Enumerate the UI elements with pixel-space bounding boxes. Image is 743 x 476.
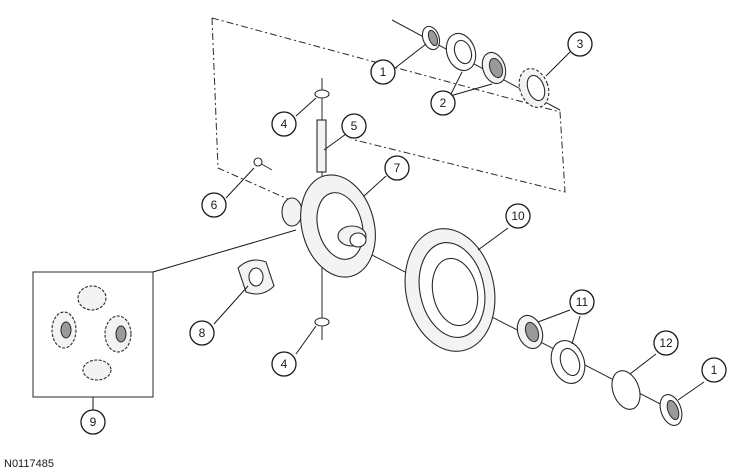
callout-10: 10 xyxy=(505,203,531,229)
shim xyxy=(611,370,641,410)
svg-text:7: 7 xyxy=(394,161,401,175)
gear-upper xyxy=(518,68,550,108)
svg-text:9: 9 xyxy=(90,415,97,429)
svg-text:6: 6 xyxy=(211,198,218,212)
callout-6: 6 xyxy=(201,192,227,218)
bearing-race-lower xyxy=(659,394,683,426)
svg-text:4: 4 xyxy=(281,117,288,131)
callout-9: 9 xyxy=(80,409,106,435)
bearing-lower xyxy=(516,314,586,384)
callout-11: 11 xyxy=(569,289,595,315)
svg-text:8: 8 xyxy=(199,326,206,340)
figure-id: N0117485 xyxy=(4,458,54,470)
inset-lead-line xyxy=(152,229,297,273)
svg-text:1: 1 xyxy=(711,363,718,377)
svg-text:1: 1 xyxy=(380,65,387,79)
callout-4-upper: 4 xyxy=(271,111,297,137)
callout-7: 7 xyxy=(384,155,410,181)
retainer-upper xyxy=(314,89,330,99)
pinion-shaft xyxy=(316,119,327,173)
callout-5: 5 xyxy=(341,113,367,139)
bearing-race-upper xyxy=(421,25,441,51)
bearing-upper xyxy=(445,32,507,85)
inset-gears xyxy=(51,285,132,381)
differential-case xyxy=(281,174,376,278)
retainer-lower xyxy=(314,317,330,327)
callout-2: 2 xyxy=(430,90,456,116)
callout-1-lower: 1 xyxy=(701,357,727,383)
ring-gear xyxy=(404,228,496,352)
svg-text:5: 5 xyxy=(351,119,358,133)
callout-12: 12 xyxy=(653,330,679,356)
callout-4-lower: 4 xyxy=(271,351,297,377)
leader-lines xyxy=(213,43,705,401)
svg-text:3: 3 xyxy=(577,37,584,51)
svg-text:12: 12 xyxy=(659,336,673,350)
bolt xyxy=(253,157,273,171)
svg-text:2: 2 xyxy=(440,96,447,110)
svg-text:4: 4 xyxy=(281,357,288,371)
callout-1-upper: 1 xyxy=(370,59,396,85)
svg-text:10: 10 xyxy=(511,209,525,223)
callout-3: 3 xyxy=(567,31,593,57)
thrust-washer xyxy=(237,259,275,295)
callout-8: 8 xyxy=(189,320,215,346)
svg-text:11: 11 xyxy=(576,295,589,309)
